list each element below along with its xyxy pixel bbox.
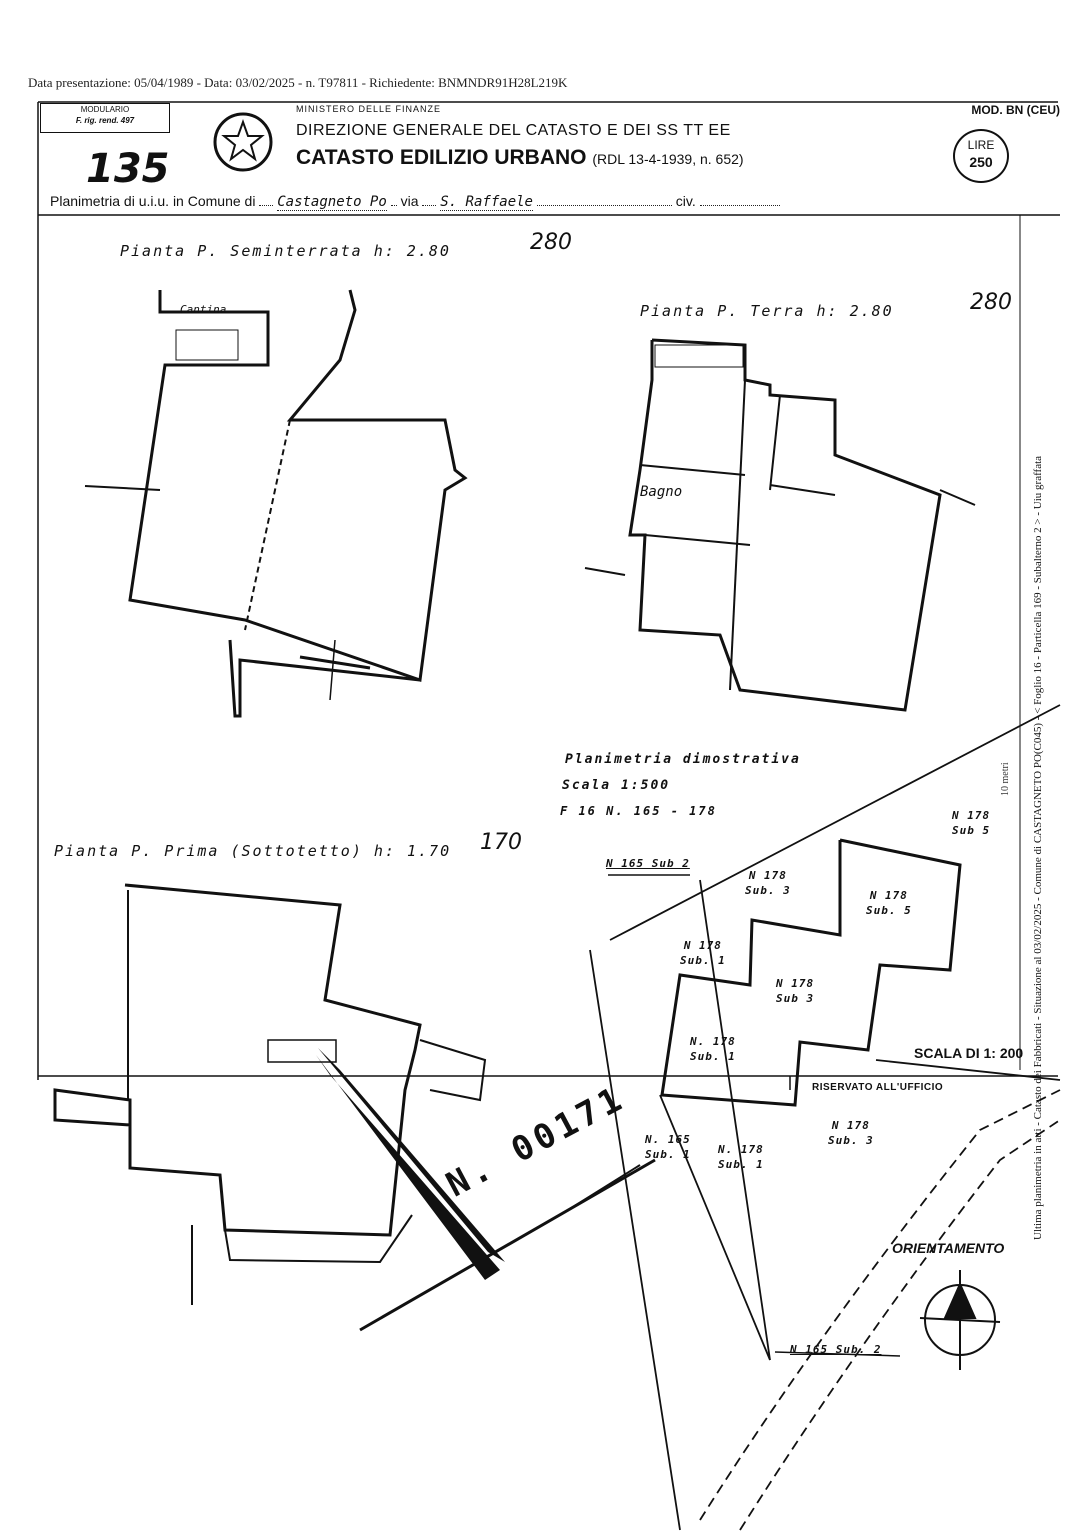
catasto-law: (RDL 13-4-1939, n. 652) [592, 151, 744, 167]
civ-label: civ. [675, 193, 696, 209]
direzione-title: DIREZIONE GENERALE DEL CATASTO E DEI SS … [296, 122, 731, 139]
orientamento-label: ORIENTAMENTO [892, 1240, 1005, 1256]
site-plan [359, 704, 1061, 1531]
plan-seminterrato [84, 289, 468, 718]
catasto-name: CATASTO EDILIZIO URBANO [296, 146, 587, 169]
plan-prima [53, 883, 487, 1305]
seminterrato-height-hand: 280 [530, 230, 572, 255]
site-label: N 165 Sub. 2 [790, 1343, 882, 1356]
plan-prefix: Planimetria di u.i.u. in Comune di [50, 193, 256, 209]
bagno-label: Bagno [640, 484, 683, 500]
catasto-title: CATASTO EDILIZIO URBANO (RDL 13-4-1939, … [296, 146, 744, 170]
terra-title-text: Pianta P. Terra [640, 302, 806, 320]
planimetria-title: Planimetria dimostrativa [565, 752, 801, 767]
lire-label: LIRE [967, 138, 995, 152]
seminterrato-title-text: Pianta P. Seminterrata [120, 242, 363, 260]
prima-height: h: 1.70 [373, 842, 452, 860]
terra-title: Pianta P. Terra h: 2.80 [640, 302, 894, 320]
ministry-name: MINISTERO DELLE FINANZE [296, 104, 442, 114]
prima-height-hand: 170 [480, 830, 522, 855]
terra-height: h: 2.80 [816, 302, 894, 320]
prima-title-text: Pianta P. Prima (Sottotetto) [54, 842, 363, 860]
lire-value: 250 [969, 154, 993, 170]
ten-metri-label: 10 metri [1000, 762, 1011, 796]
via-value: S. Raffaele [440, 194, 533, 211]
terra-height-hand: 280 [970, 290, 1012, 315]
republic-emblem-icon [213, 112, 273, 172]
via-label: via [400, 193, 419, 209]
plan-location-line: Planimetria di u.i.u. in Comune di Casta… [50, 193, 780, 211]
cantina-label: Cantina [180, 303, 227, 316]
form-code-box: MODULARIO F. rig. rend. 497 [40, 103, 170, 133]
site-label: N 165 Sub 2 [606, 857, 690, 870]
prima-title: Pianta P. Prima (Sottotetto) h: 1.70 [54, 842, 451, 860]
planimetria-scale: Scala 1:500 [562, 778, 671, 793]
model-code: MOD. BN (CEU) [971, 103, 1060, 117]
seminterrato-title: Pianta P. Seminterrata h: 2.80 [120, 242, 451, 260]
seminterrato-height: h: 2.80 [373, 242, 451, 260]
form-code-title: MODULARIO [80, 105, 130, 114]
form-code-value: F. rig. rend. 497 [75, 116, 135, 125]
planimetria-foglio: F 16 N. 165 - 178 [560, 804, 717, 818]
plan-terra [584, 338, 976, 712]
riservato-label: RISERVATO ALL'UFFICIO [812, 1082, 944, 1093]
scale-label: SCALA DI 1: 200 [914, 1045, 1024, 1061]
comune-value: Castagneto Po [277, 194, 387, 211]
stamp-scribble [316, 1048, 505, 1280]
page-number: 135 [86, 146, 170, 192]
presentation-meta: Data presentazione: 05/04/1989 - Data: 0… [28, 75, 568, 90]
north-compass [919, 1270, 1001, 1370]
side-cadastre-text: Ultima planimetria in atti - Catasto dei… [1032, 455, 1044, 1240]
lire-stamp: LIRE 250 [953, 129, 1009, 183]
